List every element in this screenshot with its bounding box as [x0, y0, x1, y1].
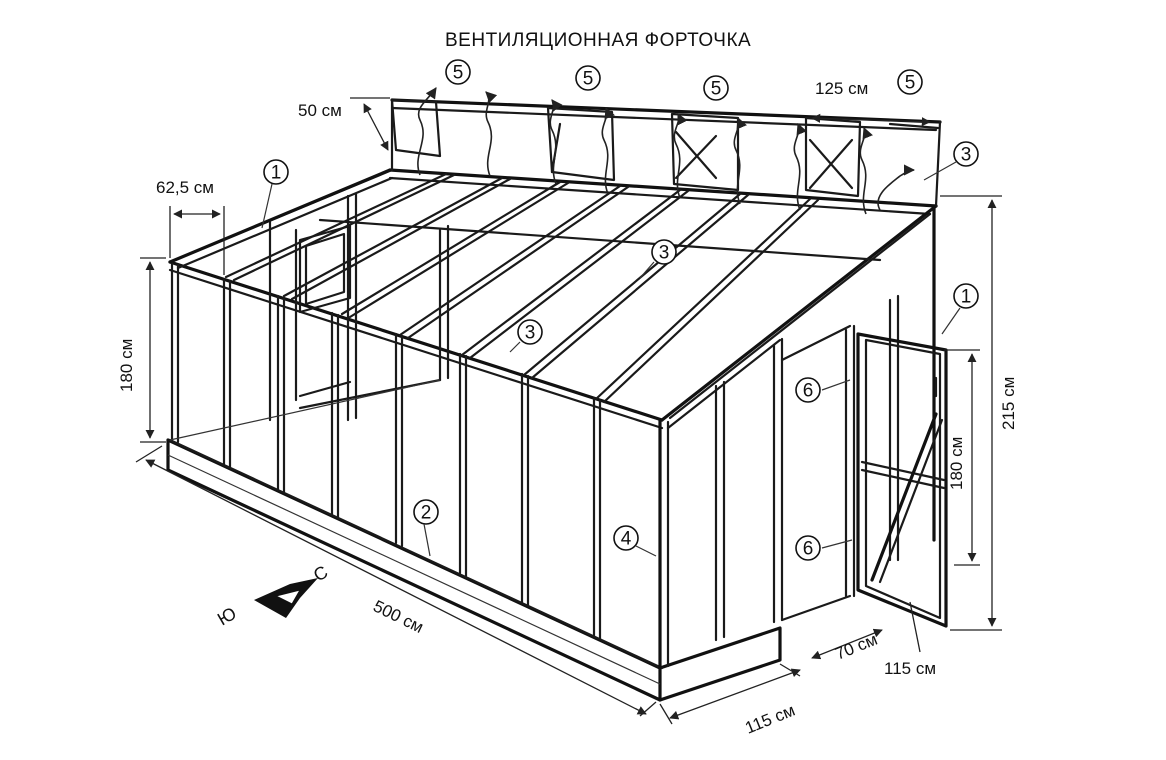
marker-2: 2	[413, 499, 439, 525]
dim-door-width: 70 см	[832, 630, 880, 664]
marker-3-right: 3	[953, 141, 979, 167]
marker-label: 5	[711, 79, 722, 100]
marker-5-d: 5	[897, 69, 923, 95]
marker-6-top: 6	[795, 377, 821, 403]
marker-label: 5	[453, 63, 464, 84]
marker-label: 4	[621, 529, 632, 550]
diagram-title: ВЕНТИЛЯЦИОННАЯ ФОРТОЧКА	[445, 30, 751, 51]
marker-1-right: 1	[953, 283, 979, 309]
part-markers: 1 1 2 3 3 3 4 5 5 5 5 6 6	[263, 59, 979, 561]
marker-3-low: 3	[517, 319, 543, 345]
marker-1-top-left: 1	[263, 159, 289, 185]
roof	[168, 168, 938, 422]
marker-label: 6	[803, 381, 814, 402]
dim-rafter-spacing: 62,5 см	[156, 178, 214, 197]
marker-5-c: 5	[703, 75, 729, 101]
vent-windows	[390, 87, 942, 215]
dim-width: 115 см	[742, 701, 797, 738]
compass-south-label: Ю	[214, 603, 240, 629]
marker-label: 1	[271, 163, 282, 184]
dim-vent-height: 50 см	[298, 101, 342, 120]
dim-vent-width: 125 см	[815, 79, 868, 98]
foundation	[166, 438, 782, 702]
marker-label: 2	[421, 503, 432, 524]
side-wall	[666, 204, 948, 642]
marker-5-b: 5	[575, 65, 601, 91]
marker-label: 5	[583, 69, 594, 90]
marker-6-bottom: 6	[795, 535, 821, 561]
dim-door-opening: 115 см	[884, 659, 936, 678]
marker-label: 3	[961, 145, 972, 166]
marker-3-mid: 3	[651, 239, 677, 265]
marker-label: 6	[803, 539, 814, 560]
marker-label: 5	[905, 73, 916, 94]
marker-4: 4	[613, 525, 639, 551]
marker-5-a: 5	[445, 59, 471, 85]
dim-wall-height-right: 215 см	[999, 377, 1018, 430]
marker-leaders	[261, 161, 961, 557]
dim-wall-height-left: 180 см	[117, 339, 136, 392]
marker-label: 3	[525, 323, 536, 344]
marker-label: 3	[659, 243, 670, 264]
dimension-lines	[135, 97, 1002, 725]
dim-length: 500 см	[370, 597, 426, 637]
marker-label: 1	[961, 287, 972, 308]
dim-door-height: 180 см	[947, 437, 966, 490]
compass: С Ю	[214, 562, 331, 630]
